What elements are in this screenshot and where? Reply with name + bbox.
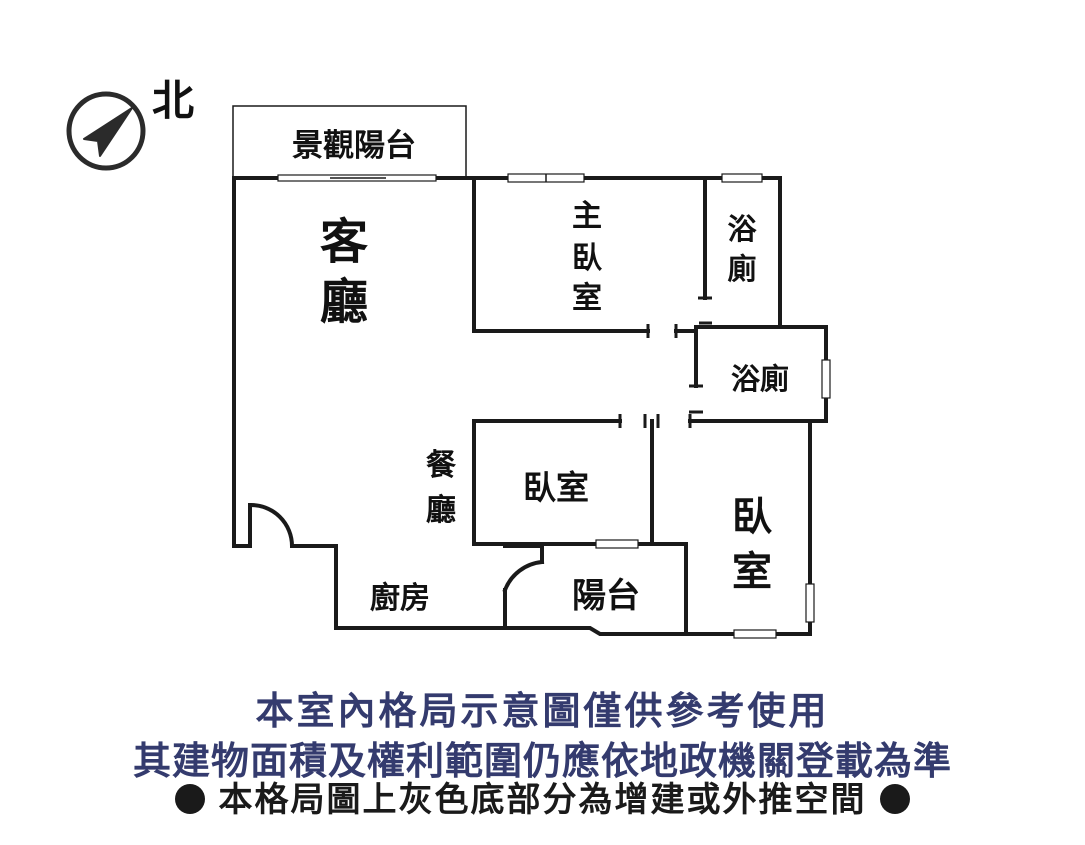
floor-plan: 北 xyxy=(66,76,831,639)
compass-north-label: 北 xyxy=(152,76,194,125)
middle-bathroom-label: 浴廁 xyxy=(731,362,789,396)
dining-room-label-top: 餐 xyxy=(426,448,457,483)
kitchen-label: 廚房 xyxy=(370,581,430,616)
windows xyxy=(277,173,831,639)
door-stops xyxy=(618,296,712,428)
disclaimer-line-2: 其建物面積及權利範圍仍應依地政機關登載為準 xyxy=(132,739,952,783)
top-bathroom-label-1: 浴 xyxy=(727,212,757,246)
compass xyxy=(66,91,146,171)
scenic-balcony-label: 景觀陽台 xyxy=(292,128,416,164)
small-balcony-label: 陽台 xyxy=(572,576,640,616)
living-room-label-bottom: 廳 xyxy=(320,274,368,330)
right-bedroom-label-bottom: 室 xyxy=(732,549,772,595)
middle-bedroom-label: 臥室 xyxy=(523,468,589,507)
disclaimer-line-1: 本室內格局示意圖僅供參考使用 xyxy=(255,689,830,733)
north-arrow-icon xyxy=(83,107,133,157)
entrance-door-swing xyxy=(248,502,295,549)
master-bedroom-label-2: 臥 xyxy=(572,241,602,276)
dining-room-label-bottom: 廳 xyxy=(426,493,456,528)
living-room-label-top: 客 xyxy=(320,214,368,270)
disclaimer-line-3-wrapper: 本格局圖上灰色底部分為增建或外推空間 xyxy=(0,772,1085,821)
master-bedroom-label-3: 室 xyxy=(572,281,602,316)
right-bedroom-label-top: 臥 xyxy=(732,494,772,540)
master-bedroom-label-1: 主 xyxy=(572,199,602,234)
bullet-right-icon xyxy=(880,784,911,814)
top-bathroom-label-2: 廁 xyxy=(727,252,756,286)
balcony-door-swing xyxy=(502,559,545,593)
walls xyxy=(232,176,828,636)
disclaimer-line-3: 本格局圖上灰色底部分為增建或外推空間 xyxy=(218,780,867,820)
bullet-left-icon xyxy=(174,784,205,814)
